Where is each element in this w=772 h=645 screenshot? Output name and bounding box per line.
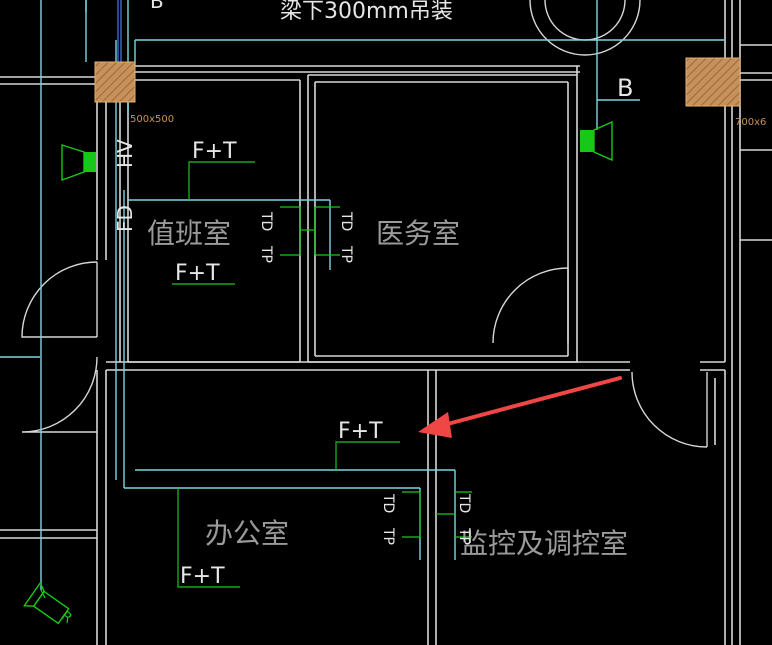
pipes	[0, 0, 725, 590]
outlet-td-3: TD	[380, 493, 396, 513]
camera-icon	[23, 581, 70, 625]
speaker-right	[580, 120, 613, 162]
duct-size-left: 500x500	[130, 114, 174, 125]
label-fd: FD	[113, 205, 137, 232]
ft-office: F+T	[180, 564, 225, 589]
inner-pipes	[117, 0, 122, 62]
outlet-tp-1: TP	[258, 245, 274, 263]
room-control: 监控及调控室	[460, 527, 628, 560]
label-b-right: B	[617, 74, 633, 102]
leader-lines	[172, 161, 472, 588]
duct-block-left	[94, 61, 136, 103]
outlet-td-2: TD	[338, 211, 354, 231]
ft-duty-bottom: F+T	[175, 261, 220, 286]
ft-center: F+T	[338, 419, 383, 444]
ft-duty-top: F+T	[192, 139, 237, 164]
speaker-left	[61, 144, 96, 181]
room-medical: 医务室	[376, 217, 460, 250]
label-r: R	[58, 608, 75, 627]
room-duty: 值班室	[147, 217, 231, 250]
outlet-td-4: TD	[456, 493, 472, 513]
outlet-tp-2: TP	[338, 245, 354, 263]
header-note: 梁下300mm吊装	[280, 0, 453, 24]
outlet-tp-3: TP	[380, 527, 396, 545]
outlet-tp-4: TP	[456, 527, 472, 545]
label-b-top: B	[150, 0, 164, 13]
duct-size-right: 700x6	[735, 117, 766, 128]
red-arrow	[418, 376, 622, 438]
duct-block-right	[685, 57, 741, 107]
room-office: 办公室	[205, 517, 289, 550]
text-layer: 梁下300mm吊装 B B 500x500 700x6 HV FD R 值班室 …	[58, 0, 767, 627]
outlet-td-1: TD	[258, 211, 274, 231]
label-hv: HV	[113, 139, 137, 168]
